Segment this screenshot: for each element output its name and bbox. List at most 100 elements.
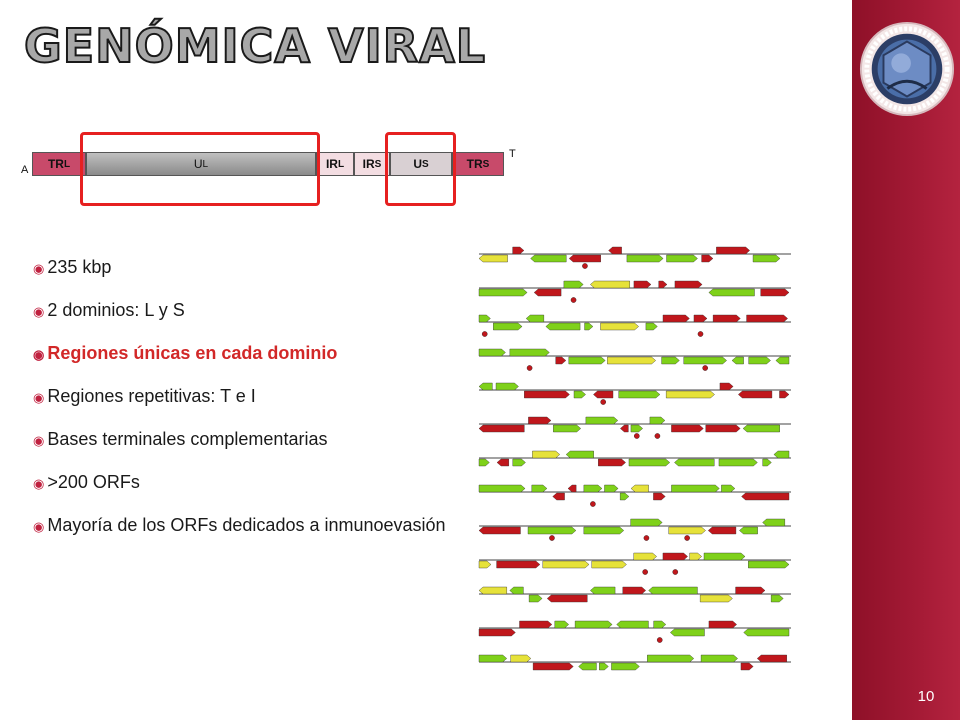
orf-arrow: [630, 424, 643, 433]
orf-arrow: [662, 314, 690, 323]
orf-arrow: [553, 424, 582, 433]
orf-arrow: [648, 586, 698, 595]
orf-arrow: [478, 314, 491, 323]
orf-arrow: [599, 662, 609, 671]
bullet-item: ◉Regiones repetitivas: T e I: [33, 386, 256, 406]
orf-arrow: [645, 322, 658, 331]
mirna-marker: [590, 501, 596, 507]
orf-arrow: [708, 288, 755, 297]
mirna-marker: [643, 535, 650, 541]
orf-arrow: [740, 662, 754, 671]
mirna-marker: [672, 569, 679, 575]
orf-arrow: [693, 314, 708, 323]
orf-arrow: [662, 552, 688, 561]
orf-arrow: [701, 254, 714, 263]
orf-arrow: [496, 458, 509, 467]
orf-arrow: [608, 246, 622, 255]
orf-arrow: [700, 654, 738, 663]
radio-bullet-icon: ◉: [33, 261, 45, 276]
orf-arrow: [478, 458, 490, 467]
orf-arrow: [545, 322, 581, 331]
radio-bullet-icon: ◉: [33, 347, 45, 362]
orf-arrow: [478, 654, 508, 663]
orf-arrow: [703, 552, 746, 561]
orf-arrow: [743, 628, 790, 637]
orf-arrow: [607, 356, 656, 365]
orf-arrow: [649, 416, 666, 425]
orf-arrow: [478, 526, 521, 535]
orf-arrow: [683, 356, 727, 365]
genome-left-end-label: A: [21, 164, 29, 176]
orf-arrow: [633, 552, 657, 561]
mirna-marker: [582, 263, 588, 269]
orf-arrow: [568, 254, 601, 263]
orf-arrow: [604, 484, 619, 493]
orf-arrow: [658, 280, 668, 289]
orf-arrow: [735, 586, 766, 595]
orf-arrow: [509, 586, 524, 595]
orf-arrow: [478, 560, 492, 569]
orf-arrow: [630, 484, 649, 493]
orf-arrow: [742, 424, 780, 433]
orf-arrow: [756, 654, 787, 663]
orf-arrow: [590, 586, 616, 595]
orf-arrow: [524, 390, 570, 399]
orf-arrow: [741, 492, 790, 501]
orf-arrow: [542, 560, 590, 569]
orf-arrow: [590, 280, 630, 289]
orf-arrow: [478, 628, 516, 637]
orf-arrow: [554, 620, 569, 629]
orf-arrow: [739, 526, 758, 535]
orf-arrow: [532, 450, 561, 459]
orf-arrow: [573, 390, 586, 399]
orf-arrow: [653, 620, 667, 629]
orf-arrow: [583, 484, 603, 493]
orf-arrow: [574, 620, 613, 629]
orf-arrow: [748, 356, 771, 365]
orf-arrow: [510, 654, 532, 663]
orf-arrow: [738, 390, 773, 399]
orf-arrow: [532, 662, 574, 671]
orf-arrow: [496, 560, 541, 569]
orf-arrow: [630, 518, 663, 527]
orf-arrow: [748, 560, 790, 569]
orf-arrow: [546, 594, 588, 603]
orf-arrow: [478, 348, 506, 357]
orf-arrow: [528, 594, 543, 603]
orf-arrow: [668, 526, 706, 535]
page-number: 10: [917, 688, 935, 705]
orf-arrow: [565, 450, 594, 459]
orf-arrow: [674, 458, 715, 467]
orf-arrow: [707, 526, 737, 535]
radio-bullet-icon: ◉: [33, 476, 45, 491]
orf-arrow: [593, 390, 614, 399]
bullet-item-highlighted: ◉Regiones únicas en cada dominio: [33, 343, 338, 363]
orf-arrow: [633, 280, 652, 289]
orf-arrow: [666, 254, 698, 263]
orf-arrow: [699, 594, 733, 603]
orf-arrow: [531, 484, 548, 493]
genome-right-end-label: T: [509, 148, 516, 160]
orf-arrow: [528, 416, 552, 425]
orf-arrow: [779, 390, 790, 399]
orf-arrow: [527, 526, 577, 535]
mirna-marker: [697, 331, 704, 337]
bullet-item: ◉235 kbp: [33, 257, 112, 277]
mirna-marker: [481, 331, 488, 337]
orf-arrow: [512, 246, 525, 255]
orf-arrow: [689, 552, 702, 561]
orf-arrow: [712, 314, 741, 323]
radio-bullet-icon: ◉: [33, 433, 45, 448]
bullet-list: ◉235 kbp ◉2 dominios: L y S ◉Regiones ún…: [33, 256, 458, 557]
orf-arrow: [647, 654, 695, 663]
orf-arrow: [731, 356, 744, 365]
bullet-item: ◉Bases terminales complementarias: [33, 429, 328, 449]
orf-arrow: [628, 458, 671, 467]
orf-arrow: [653, 492, 666, 501]
orf-arrow: [509, 348, 550, 357]
bullet-item: ◉2 dominios: L y S: [33, 300, 185, 320]
